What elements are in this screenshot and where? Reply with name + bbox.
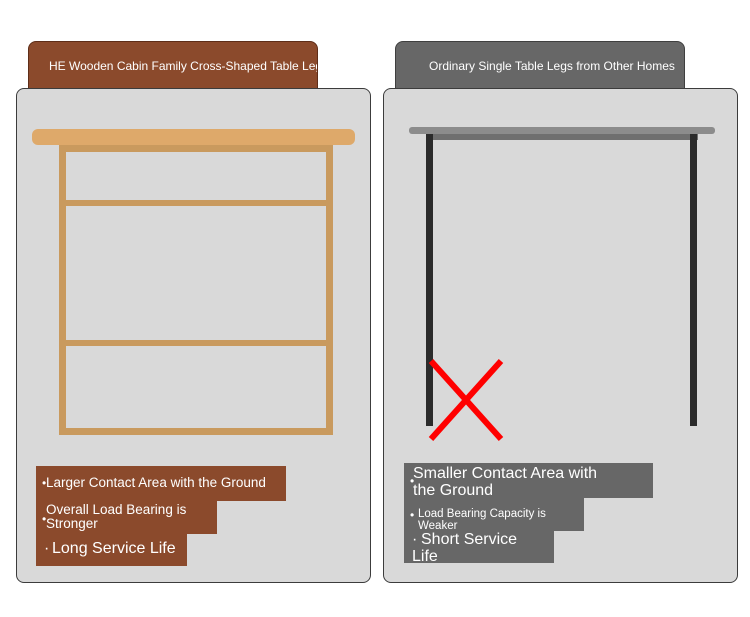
feature-text: Load Bearing Capacity is Weaker bbox=[418, 508, 546, 531]
feature-text: Larger Contact Area with the Ground bbox=[46, 475, 266, 490]
bullet-dot: • bbox=[410, 508, 415, 522]
tab-wooden-cabin-legs[interactable]: HE Wooden Cabin Family Cross-Shaped Tabl… bbox=[28, 41, 318, 89]
table-crossbar-upper bbox=[66, 200, 326, 206]
table-base-bar bbox=[59, 428, 333, 435]
feature-bullet: · bbox=[412, 531, 418, 548]
bullet-dot: • bbox=[42, 476, 47, 490]
feature-text: Short Service Life bbox=[412, 531, 518, 563]
cross-shaped-table-illustration bbox=[32, 129, 355, 435]
table-leg-right bbox=[690, 134, 697, 426]
feature-item: · Long Service Life bbox=[36, 534, 187, 566]
table-crossbar-lower bbox=[66, 340, 326, 346]
bullet-dot: • bbox=[410, 474, 415, 488]
table-frame-top-rail bbox=[59, 145, 333, 152]
bullet-dot: • bbox=[42, 512, 47, 526]
feature-item: • Load Bearing Capacity is Weaker bbox=[404, 498, 584, 531]
table-leg-left bbox=[59, 145, 66, 435]
table-top bbox=[32, 129, 355, 145]
tab-ordinary-legs[interactable]: Ordinary Single Table Legs from Other Ho… bbox=[395, 41, 685, 89]
tab-title-left: HE Wooden Cabin Family Cross-Shaped Tabl… bbox=[49, 59, 318, 73]
table-leg-right bbox=[326, 145, 333, 435]
panel-wooden-cabin-legs: • Larger Contact Area with the Ground • … bbox=[16, 88, 371, 583]
single-leg-table-illustration bbox=[409, 127, 715, 442]
feature-text: Smaller Contact Area with the Ground bbox=[413, 465, 598, 498]
table-top-edge bbox=[426, 134, 698, 140]
cross-mark-icon bbox=[428, 358, 504, 442]
feature-text: Long Service Life bbox=[52, 540, 176, 557]
table-leg-left bbox=[426, 134, 433, 426]
feature-item: • Larger Contact Area with the Ground bbox=[36, 466, 286, 501]
feature-text: Overall Load Bearing is Stronger bbox=[46, 502, 187, 532]
feature-item: • Overall Load Bearing is Stronger bbox=[36, 501, 217, 534]
panel-ordinary-legs: • Smaller Contact Area with the Ground •… bbox=[383, 88, 738, 583]
table-top bbox=[409, 127, 715, 134]
feature-item: • Smaller Contact Area with the Ground bbox=[404, 463, 653, 498]
tab-title-right: Ordinary Single Table Legs from Other Ho… bbox=[429, 59, 675, 73]
feature-bullet: · bbox=[44, 540, 50, 557]
feature-item: · Short Service Life bbox=[404, 531, 554, 563]
